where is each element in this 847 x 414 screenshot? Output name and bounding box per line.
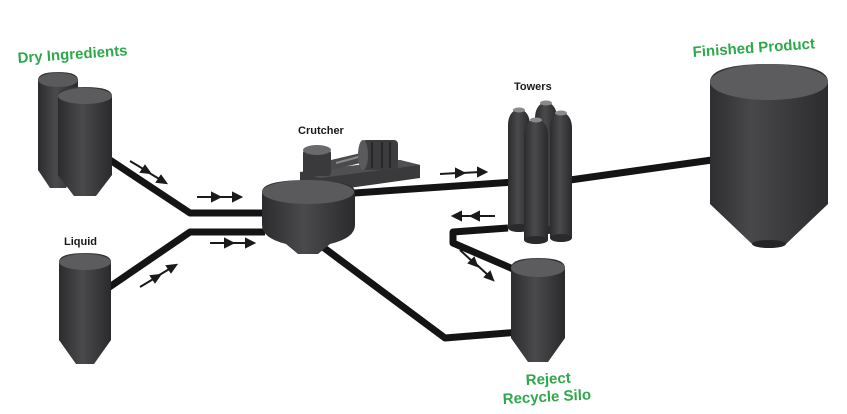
- label-recycle-silo: Recycle Silo: [502, 386, 591, 408]
- pipe-crutcher-to-reject: [297, 227, 521, 342]
- label-liquid: Liquid: [64, 236, 97, 248]
- liquid-silo: [59, 253, 111, 364]
- arrow-liquid-2: [210, 237, 257, 249]
- arrow-to-reject: [459, 249, 495, 282]
- finished-product-silo: [710, 64, 828, 248]
- dry-ingredients-silos: [38, 72, 112, 196]
- label-towers: Towers: [514, 81, 552, 93]
- label-dry-ingredients: Dry Ingredients: [17, 42, 128, 67]
- pipe-towers-to-finished: [569, 156, 713, 184]
- crutcher-drum: [362, 140, 398, 170]
- tower-front-left: [524, 118, 548, 244]
- tower-front-right: [550, 111, 572, 242]
- arrow-towers-return: [450, 210, 495, 222]
- arrow-liquid-1: [139, 263, 179, 288]
- pipe-dry-ingredients: [108, 157, 265, 217]
- pipe-liquid: [106, 228, 265, 291]
- pipes: [106, 156, 713, 342]
- label-crutcher: Crutcher: [298, 125, 345, 137]
- label-reject: Reject: [525, 370, 571, 389]
- arrow-dry-1: [129, 160, 169, 185]
- pipe-towers-to-reject: [449, 224, 522, 276]
- dry-silo-front: [58, 87, 112, 196]
- flow-arrows: [129, 160, 495, 288]
- label-finished-product: Finished Product: [692, 35, 815, 61]
- crutcher-motor: [303, 150, 331, 176]
- arrow-to-towers: [439, 166, 489, 179]
- reject-recycle-silo: [511, 258, 565, 362]
- crutcher: [262, 140, 420, 254]
- arrow-dry-2: [197, 191, 244, 203]
- towers: [508, 100, 572, 244]
